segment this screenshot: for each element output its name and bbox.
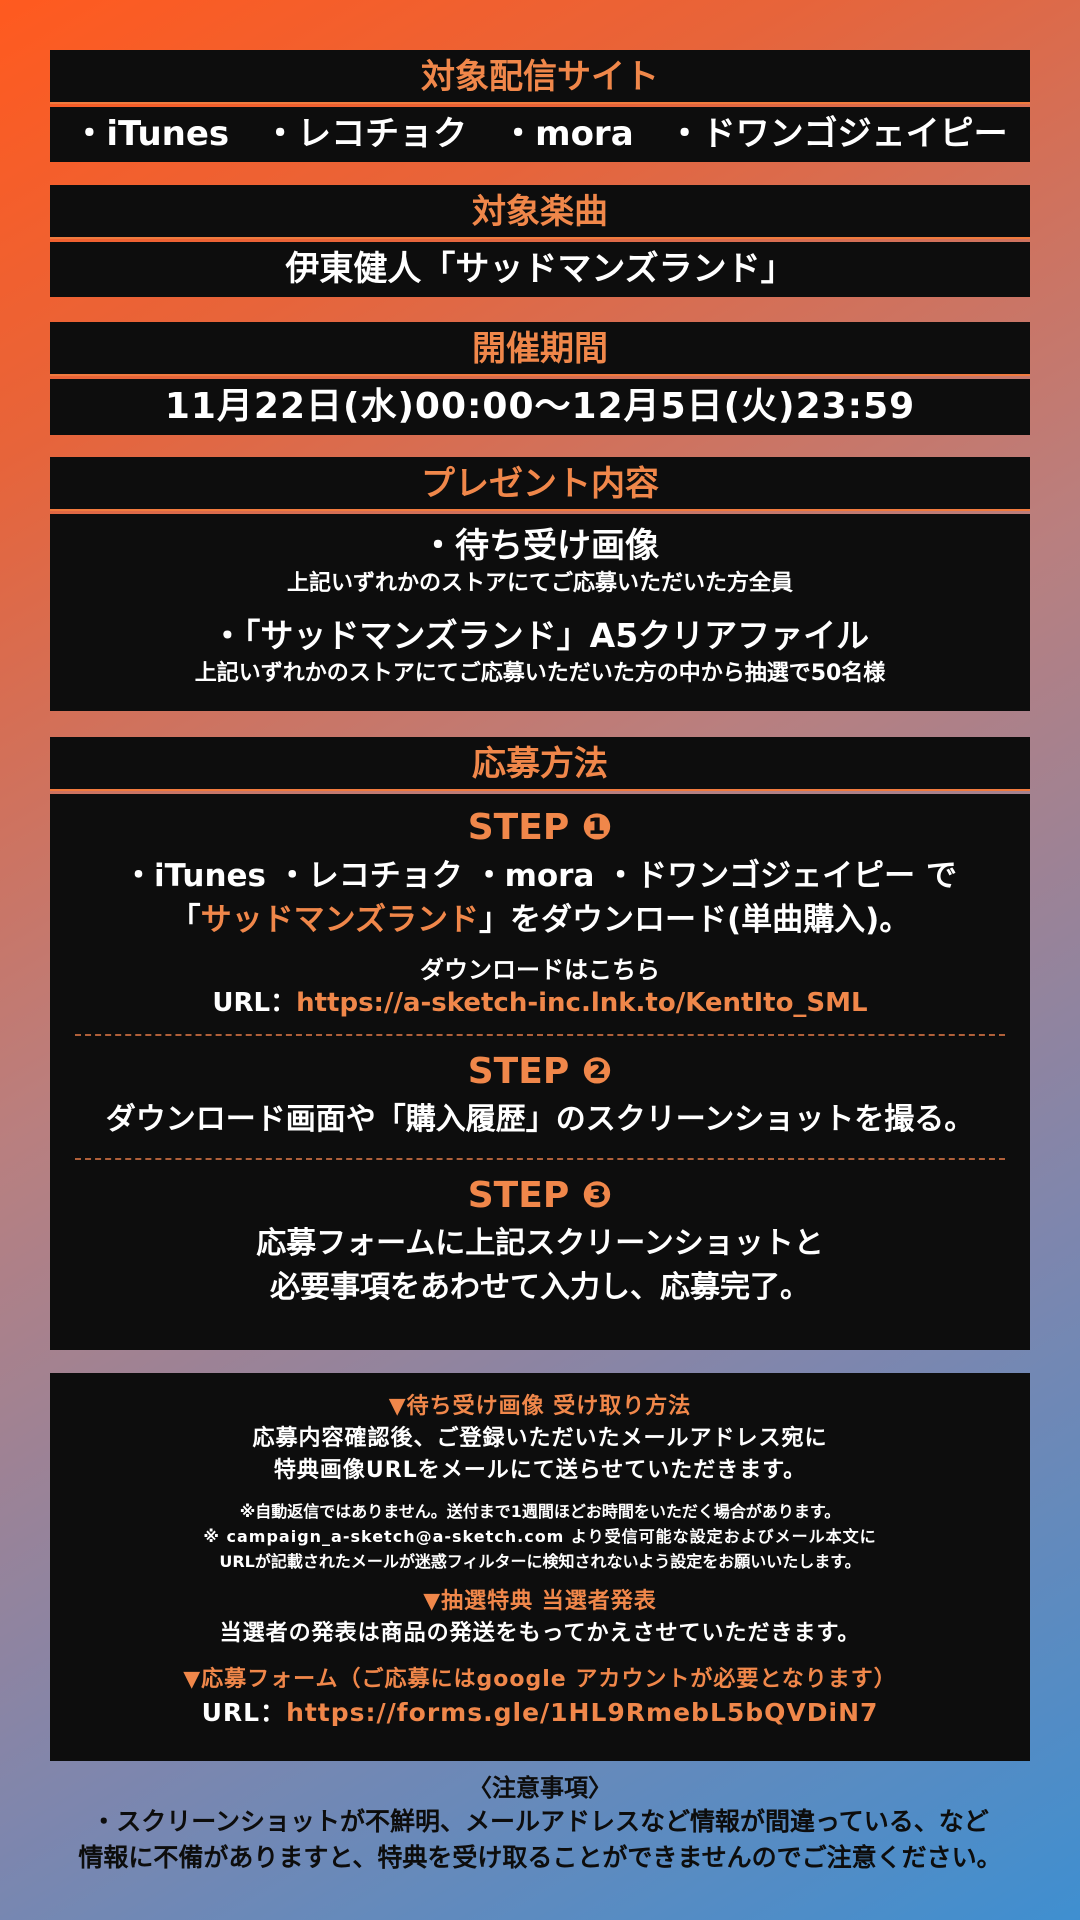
present-item1-desc: 上記いずれかのストアにてご応募いただいた方全員 [286, 571, 793, 596]
caution-section: 〈注意事項〉 ・スクリーンショットが不鮮明、メールアドレスなど情報が間違っている… [50, 1772, 1030, 1876]
step1-label: STEP ❶ [467, 807, 613, 848]
step-divider-2 [75, 1158, 1005, 1160]
note-spam-filter: URLが記載されたメールが迷惑フィルターに検知されないよう設定をお願いいたします… [219, 1552, 861, 1571]
note-auto-reply: ※自動返信ではありません。送付まで1週間ほどお時間をいただく場合があります。 [239, 1502, 841, 1521]
info-section: ▼待ち受け画像 受け取り方法 応募内容確認後、ご登録いただいたメールアドレス宛に… [50, 1373, 1030, 1761]
step1-line2: 「サッドマンズランド」をダウンロード(単曲購入)。 [50, 898, 1030, 942]
how-to-apply-header: 応募方法 [50, 737, 1030, 791]
note-mail-settings: ※ campaign_a-sketch@a-sketch.com より受信可能な… [203, 1527, 877, 1546]
target-song-header: 対象楽曲 [50, 185, 1030, 239]
target-song-title: 伊東健人「サッドマンズランド」 [50, 242, 1030, 297]
period-text: 11月22日(水)00:00～12月5日(火)23:59 [50, 379, 1030, 435]
how-to-apply-body: STEP ❶ ・iTunes ・レコチョク ・mora ・ドワンゴジェイピー で… [50, 794, 1030, 1350]
form-url-label: URL： [201, 1698, 287, 1727]
step1-url-label: URL： [212, 988, 297, 1018]
step2-label: STEP ❷ [467, 1051, 613, 1092]
step2-text: ダウンロード画面や「購入履歴」のスクリーンショットを撮る。 [105, 1102, 975, 1137]
step1-song-name: サッドマンズランド [200, 902, 480, 938]
step1-url-row: URL：https://a-sketch-inc.lnk.to/KentIto_… [50, 986, 1030, 1020]
target-sites-header: 対象配信サイト [50, 50, 1030, 104]
info-body: ▼待ち受け画像 受け取り方法 応募内容確認後、ご登録いただいたメールアドレス宛に… [50, 1373, 1030, 1761]
lottery-text: 当選者の発表は商品の発送をもってかえさせていただきます。 [219, 1621, 861, 1646]
caution-line2: 情報に不備がありますと、特典を受け取ることができませんのでご注意ください。 [78, 1843, 1002, 1872]
present-item2-desc: 上記いずれかのストアにてご応募いただいた方の中から抽選で50名様 [194, 661, 886, 686]
form-title: ▼応募フォーム（ご応募にはgoogle アカウントが必要となります） [183, 1667, 897, 1692]
step1-line2-rest: 」をダウンロード(単曲購入)。 [479, 902, 911, 938]
step1-bracket-open: 「 [169, 902, 201, 938]
wallpaper-receive-line2: 特典画像URLをメールにて送らせていただきます。 [273, 1458, 807, 1483]
wallpaper-receive-line1: 応募内容確認後、ご登録いただいたメールアドレス宛に [252, 1426, 828, 1451]
step1-line1: ・iTunes ・レコチョク ・mora ・ドワンゴジェイピー で [123, 858, 957, 894]
step3-label: STEP ❸ [467, 1175, 613, 1216]
step3-line1: 応募フォームに上記スクリーンショットと [256, 1226, 824, 1261]
present-header: プレゼント内容 [50, 457, 1030, 511]
caution-line1: ・スクリーンショットが不鮮明、メールアドレスなど情報が間違っている、など [91, 1807, 989, 1836]
lottery-title: ▼抽選特典 当選者発表 [423, 1589, 657, 1614]
step-divider-1 [75, 1034, 1005, 1036]
target-song-section: 対象楽曲 伊東健人「サッドマンズランド」 [50, 185, 1030, 297]
form-url-row: URL：https://forms.gle/1HL9RmebL5bQVDiN7 [50, 1696, 1030, 1730]
target-sites-list: ・iTunes ・レコチョク ・mora ・ドワンゴジェイピー [50, 107, 1030, 162]
period-header: 開催期間 [50, 322, 1030, 376]
present-item1-title: ・待ち受け画像 [421, 526, 659, 566]
step1-download-link[interactable]: https://a-sketch-inc.lnk.to/KentIto_SML [296, 988, 868, 1018]
form-url-link[interactable]: https://forms.gle/1HL9RmebL5bQVDiN7 [286, 1698, 879, 1727]
present-body: ・待ち受け画像 上記いずれかのストアにてご応募いただいた方全員 ・「サッドマンズ… [50, 514, 1030, 711]
target-sites-section: 対象配信サイト ・iTunes ・レコチョク ・mora ・ドワンゴジェイピー [50, 50, 1030, 162]
caution-title: 〈注意事項〉 [468, 1774, 612, 1802]
step1-download-label: ダウンロードはこちら [420, 956, 660, 984]
period-section: 開催期間 11月22日(水)00:00～12月5日(火)23:59 [50, 322, 1030, 435]
how-to-apply-section: 応募方法 STEP ❶ ・iTunes ・レコチョク ・mora ・ドワンゴジェ… [50, 737, 1030, 1350]
present-item2-title: ・「サッドマンズランド」A5クリアファイル [210, 616, 870, 655]
step3-line2: 必要事項をあわせて入力し、応募完了。 [270, 1270, 810, 1305]
present-section: プレゼント内容 ・待ち受け画像 上記いずれかのストアにてご応募いただいた方全員 … [50, 457, 1030, 711]
wallpaper-receive-title: ▼待ち受け画像 受け取り方法 [388, 1394, 692, 1419]
